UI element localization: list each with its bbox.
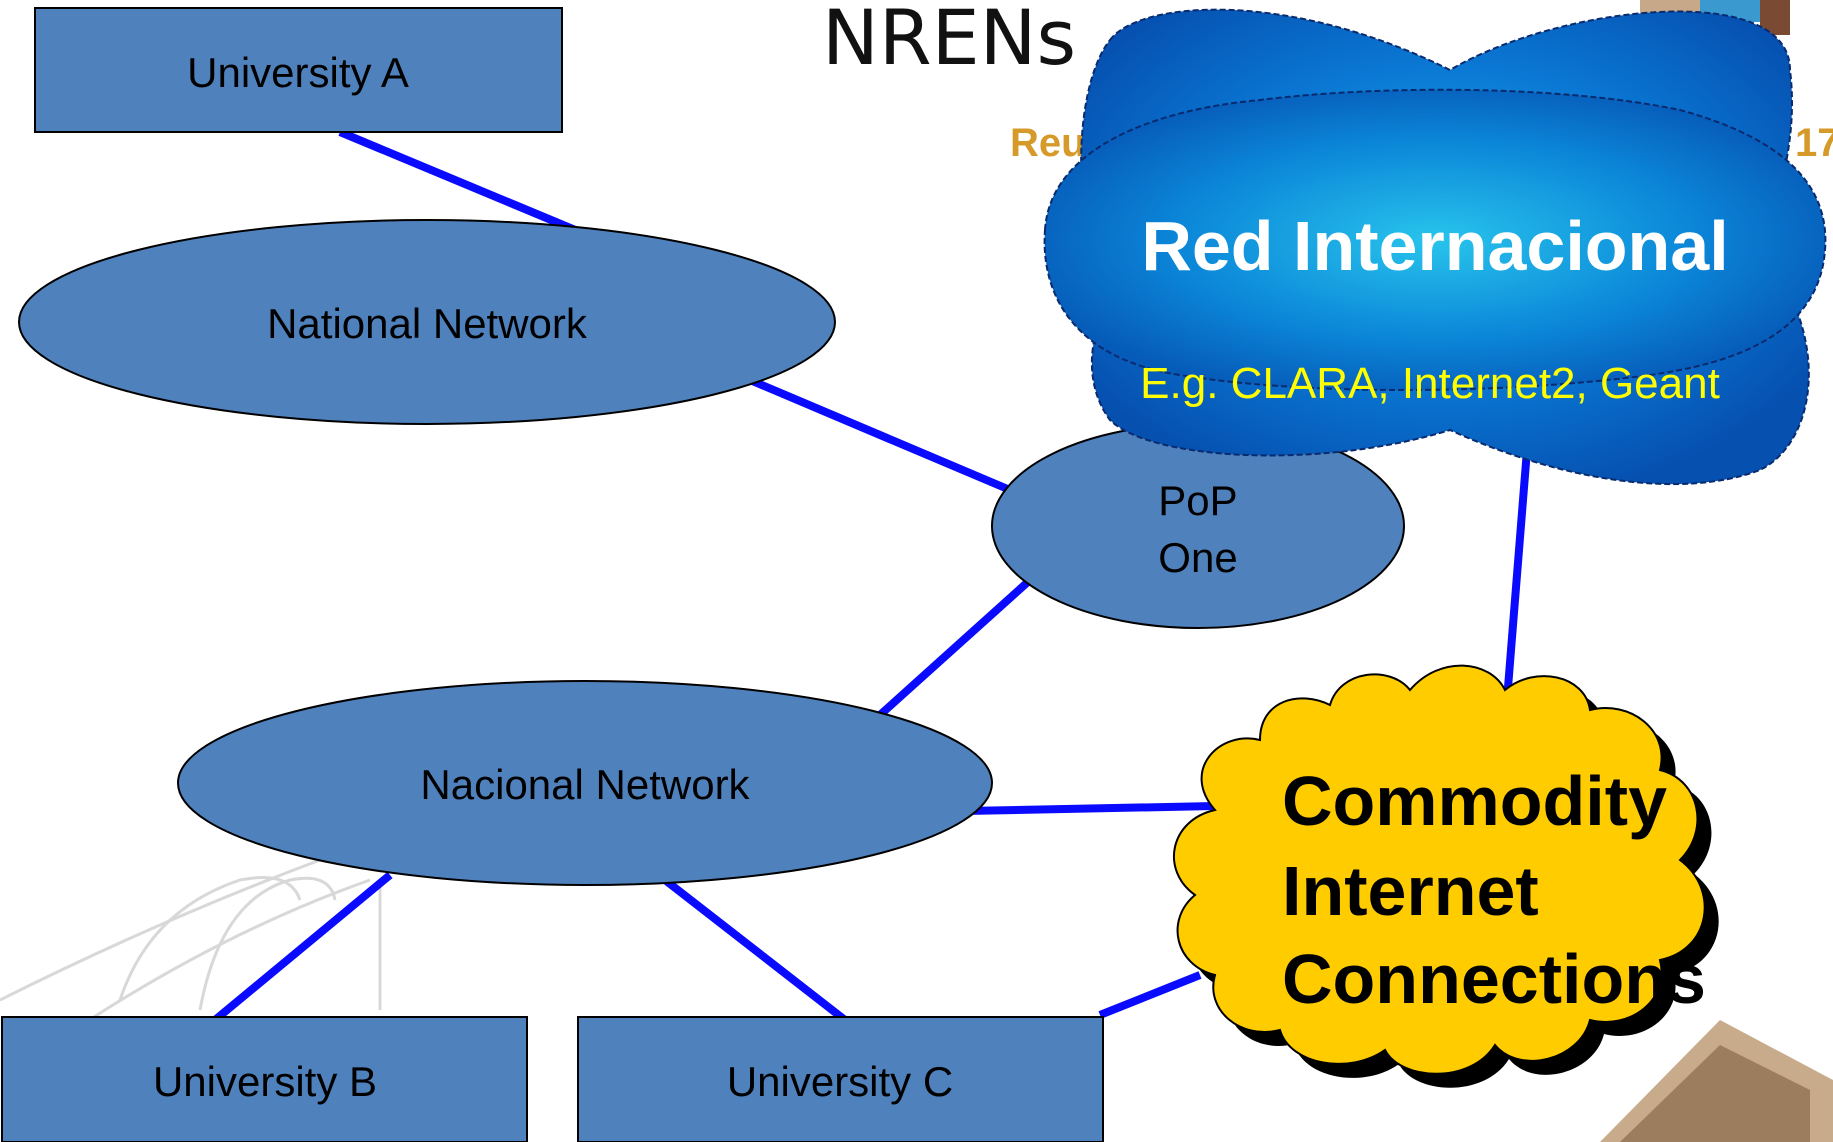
international-cloud-title: Red Internacional xyxy=(1141,207,1728,285)
commodity-cloud-body xyxy=(1172,664,1706,1075)
university-a-label: University A xyxy=(187,49,409,96)
pop-label-line1: PoP xyxy=(1158,477,1237,524)
commodity-cloud: Commodity Internet Connections xyxy=(1172,664,1719,1088)
pop-one-node: PoP One xyxy=(991,423,1405,629)
link-nacional-university-c xyxy=(662,876,848,1024)
university-b-node: University B xyxy=(1,1016,528,1142)
background-building xyxy=(1600,1020,1833,1142)
nacional-network-label: Nacional Network xyxy=(420,761,750,808)
link-university-c-commodity xyxy=(1098,971,1202,1019)
link-nacional-commodity xyxy=(964,802,1216,815)
link-nacional-university-b xyxy=(212,871,393,1024)
banner-text-right: 17 xyxy=(1795,121,1833,165)
university-b-label: University B xyxy=(153,1058,377,1105)
link-pop-nacional xyxy=(877,577,1033,718)
commodity-label-line3: Connections xyxy=(1282,940,1706,1018)
national-network-node: National Network xyxy=(18,219,836,425)
network-links xyxy=(212,128,1531,1024)
international-cloud-subtitle: E.g. CLARA, Internet2, Geant xyxy=(1140,359,1720,408)
link-university-a-national xyxy=(338,128,582,236)
pop-label-line2: One xyxy=(1158,534,1237,581)
university-a-node: University A xyxy=(34,7,563,133)
international-cloud-front xyxy=(1043,88,1827,391)
commodity-label-line2: Internet xyxy=(1282,852,1539,930)
link-national-pop xyxy=(748,376,1012,494)
commodity-label-line1: Commodity xyxy=(1282,762,1667,840)
link-international-commodity xyxy=(1501,449,1531,726)
nacional-network-node: Nacional Network xyxy=(177,680,993,886)
slide-title: NRENs xyxy=(822,0,1076,82)
university-c-label: University C xyxy=(727,1058,953,1105)
international-cloud: Red Internacional E.g. CLARA, Internet2,… xyxy=(1043,8,1827,486)
university-c-node: University C xyxy=(577,1016,1104,1142)
national-network-label: National Network xyxy=(267,300,588,347)
